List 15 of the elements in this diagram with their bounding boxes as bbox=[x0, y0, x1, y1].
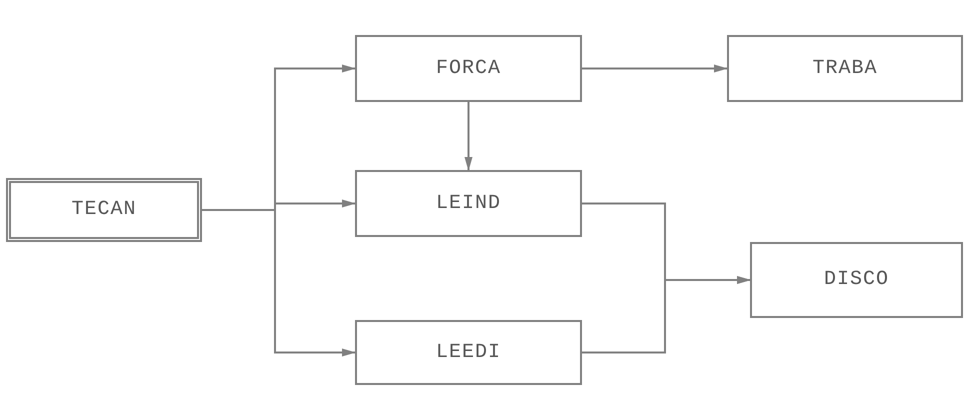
process-box bbox=[355, 320, 582, 385]
box-label: LEEDI bbox=[436, 340, 501, 366]
box-label: TRABA bbox=[812, 56, 878, 82]
arrow bbox=[582, 64, 728, 72]
arrow bbox=[464, 102, 472, 171]
process-box bbox=[6, 178, 202, 242]
process-box bbox=[355, 170, 582, 237]
box-label: FORCA bbox=[436, 56, 501, 82]
box-label: TECAN bbox=[71, 197, 136, 223]
arrow bbox=[202, 209, 356, 356]
process-box bbox=[727, 35, 963, 102]
box-label: DISCO bbox=[824, 267, 889, 293]
box-label: LEIND bbox=[436, 190, 501, 216]
process-box bbox=[750, 242, 963, 318]
process-box bbox=[355, 35, 582, 102]
